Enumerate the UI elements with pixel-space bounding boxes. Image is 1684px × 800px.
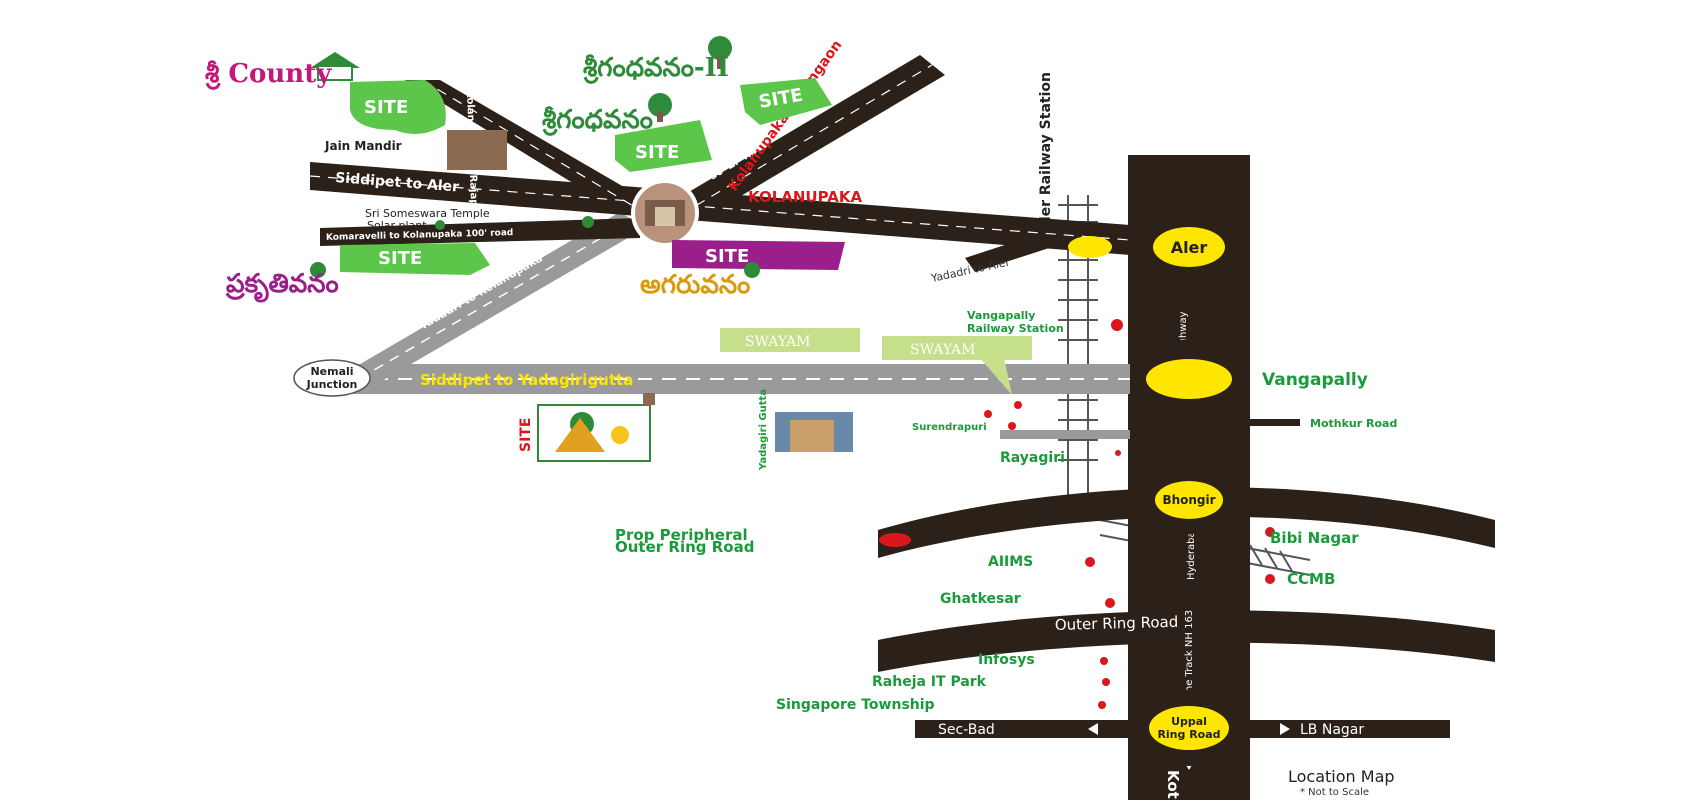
arrow-right-icon: [1280, 723, 1290, 735]
road-label-secbad: Sec-Bad: [938, 722, 995, 738]
yadadri-kolanupaka-road: [350, 212, 645, 385]
site-yadagirigutta: SITE: [518, 404, 651, 462]
site-agaru: SITE: [672, 240, 845, 270]
jain-mandir-label: Jain Mandir: [324, 139, 402, 153]
logo-swayam-2-text: SWAYAM: [910, 342, 975, 358]
vangapally-label: Vangapally: [1262, 370, 1368, 390]
prop-orr-label-2: Outer Ring Road: [615, 538, 754, 556]
logo-prakruthi-text: ప్రకృతివనం: [225, 269, 338, 303]
aler-station-label: Aler Railway Station: [1038, 72, 1054, 232]
road-label-siddipet-yadagirigutta: Siddipet to Yadagirigutta: [420, 371, 633, 389]
junction-bhongir-label: Bhongir: [1162, 493, 1215, 507]
site-gandhavanam-label: SITE: [635, 142, 679, 163]
kolanupaka-label: KOLANUPAKA: [748, 188, 862, 206]
aler-station-marker: [1068, 236, 1112, 258]
prop-orr-dot: [879, 533, 911, 547]
raheja-dot: [1102, 678, 1110, 686]
rail-cross-marks: [1249, 544, 1293, 572]
vangapally-station-label-1: Vangapally: [967, 309, 1035, 322]
rayagiri-label: Rayagiri: [1000, 450, 1065, 466]
road-label-mothkur: Mothkur Road: [1310, 417, 1397, 430]
logo-gandhavanam2-text: శ్రీగంధవనం-II: [583, 53, 729, 84]
legend-note: * Not to Scale: [1300, 787, 1369, 798]
site-yadagirigutta-label: SITE: [518, 418, 534, 452]
logo-prakruthi: ప్రకృతివనం: [225, 262, 339, 303]
infosys-label: Infosys: [978, 652, 1035, 668]
nemali-junction: Nemali Junction: [293, 359, 371, 397]
nemali-label-2: Junction: [306, 378, 358, 391]
site-county-label: SITE: [364, 97, 408, 118]
rayagiri-dot: [1115, 450, 1121, 456]
site-agaru-label: SITE: [705, 246, 749, 267]
road-label-nh163: 6 Line Track NH 163: [1184, 610, 1195, 710]
infosys-dot: [1100, 657, 1108, 665]
aiims-label: AIIMS: [988, 554, 1033, 570]
kolanupaka-hub: [631, 179, 699, 247]
road-label-outer-ring-road: Outer Ring Road: [1055, 613, 1179, 634]
junction-bhongir: Bhongir: [1155, 466, 1223, 534]
junction-vangapally: [1146, 339, 1232, 419]
logo-gandhavanam-text: శ్రీగంధవనం: [542, 105, 653, 136]
surendrapuri-dot-2: [1014, 401, 1022, 409]
logo-gandhavanam2: శ్రీగంధవనం-II: [583, 36, 732, 84]
aiims-dot: [1085, 557, 1095, 567]
swayam-pointer: [980, 358, 1012, 395]
site-prakruthi: SITE: [340, 243, 490, 275]
site-prakruthi-label: SITE: [378, 248, 422, 269]
bibi-nagar-dot: [1265, 527, 1275, 537]
prop-orr-label-1: Prop Peripheral: [615, 526, 748, 544]
mothkur-road-line: [1250, 419, 1300, 426]
logo-gandhavanam: శ్రీగంధవనం: [542, 93, 672, 136]
someswara-label: Sri Someswara Temple: [365, 207, 490, 220]
arrow-left-icon: [1088, 723, 1098, 735]
site-county: SITE: [350, 80, 446, 134]
surendrapuri-dot: [1008, 422, 1016, 430]
junction-aler-label: Aler: [1171, 238, 1208, 257]
vangapally-station-label-2: Railway Station: [967, 322, 1064, 335]
junction-uppal: Uppal Ring Road: [1149, 690, 1229, 766]
road-label-komaravelli: Komaravelli to Kolanupaka 100' road: [326, 228, 514, 243]
surendrapuri-road: [1000, 430, 1130, 439]
thumbnail-image: [643, 393, 655, 405]
logo-swayam-1: SWAYAM: [720, 328, 860, 352]
logo-county: శ్రీ County: [205, 52, 360, 90]
surendrapuri-dot-3: [984, 410, 992, 418]
jain-mandir-image: [447, 130, 507, 170]
outer-ring-road: [878, 610, 1495, 672]
singapore-dot: [1098, 701, 1106, 709]
logo-swayam-1-text: SWAYAM: [745, 334, 810, 350]
ghatkesar-label: Ghatkesar: [940, 591, 1021, 607]
prop-peripheral-orr: [878, 487, 1495, 558]
site-gandhavanam: SITE: [615, 120, 712, 172]
raheja-label: Raheja IT Park: [872, 674, 987, 690]
solar-plant-dot: [435, 220, 445, 230]
junction-uppal-label-1: Uppal: [1171, 715, 1207, 728]
ccmb-dot: [1265, 574, 1275, 584]
vangapally-station-dot: [1111, 319, 1123, 331]
yadagiri-gutta-label: Yadagiri Gutta: [758, 389, 769, 471]
ccmb-label: CCMB: [1287, 570, 1335, 588]
nemali-label-1: Nemali: [310, 365, 353, 378]
road-label-lbnagar: LB Nagar: [1300, 722, 1364, 738]
road-label-koti: Koti: [1164, 770, 1182, 800]
junction-aler: Aler: [1151, 209, 1227, 285]
logo-county-text: శ్రీ County: [205, 59, 332, 90]
someswara-dot: [582, 216, 594, 228]
ghatkesar-dot: [1105, 598, 1115, 608]
bibi-nagar-label: Bibi Nagar: [1270, 529, 1359, 547]
solar-plant-label: Solar plant: [367, 219, 427, 232]
road-label-hyderabad-to: Hyderabad to: [1186, 512, 1197, 580]
surendrapuri-label: Surendrapuri: [912, 422, 987, 433]
site-gandhavanam2: SITE: [740, 78, 832, 125]
junction-uppal-label-2: Ring Road: [1157, 728, 1220, 741]
logo-agaru-text: అగరువనం: [640, 270, 750, 300]
legend-title: Location Map: [1288, 767, 1395, 786]
logo-swayam-2: SWAYAM: [882, 336, 1032, 360]
singapore-label: Singapore Township: [776, 697, 935, 713]
logo-agaru: అగరువనం: [640, 262, 760, 300]
